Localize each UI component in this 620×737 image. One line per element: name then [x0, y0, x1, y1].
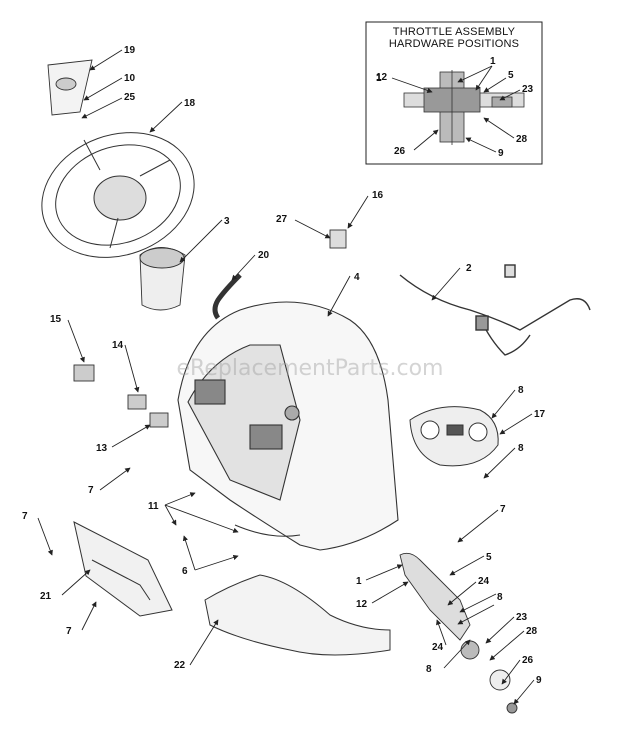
callout: 25	[124, 92, 136, 103]
callout: 18	[184, 98, 196, 109]
throttle-assembly	[399, 552, 518, 714]
lower-panel	[73, 521, 173, 617]
switch	[329, 229, 347, 249]
callout: 17	[534, 409, 546, 420]
inset-title: THROTTLE ASSEMBLY HARDWARE POSITIONS	[366, 26, 542, 50]
callout: 5	[486, 552, 492, 563]
callout: 1	[356, 576, 362, 587]
callout: 26	[522, 655, 534, 666]
watermark: eReplacementParts.com	[176, 356, 444, 381]
callout: 7	[88, 485, 94, 496]
inset-callout: 1	[376, 73, 382, 84]
callout: 27	[276, 214, 288, 225]
callout: 4	[354, 272, 360, 283]
inset-callout: 5	[508, 70, 514, 81]
callout: 8	[497, 592, 503, 603]
callout: 22	[174, 660, 186, 671]
inset-callout: 28	[516, 134, 528, 145]
callout: 13	[96, 443, 108, 454]
inset-frame	[365, 21, 543, 165]
callout: 7	[22, 511, 28, 522]
inset-callout: 9	[498, 148, 504, 159]
callout: 7	[66, 626, 72, 637]
callout: 12	[356, 599, 368, 610]
callout: 9	[536, 675, 542, 686]
inset-callout: 1	[490, 56, 496, 67]
callout: 7	[500, 504, 506, 515]
leader-lines	[37, 49, 535, 705]
callout: 24	[432, 642, 444, 653]
callout: 16	[372, 190, 384, 201]
callout: 24	[478, 576, 490, 587]
instrument-cluster	[409, 406, 499, 467]
callout: 20	[258, 250, 270, 261]
callout-labels: 19 10 25 18 3 27 16 20 4 2 15 14 13 7 11…	[22, 45, 546, 686]
callout: 15	[50, 314, 62, 325]
callout: 23	[516, 612, 528, 623]
wire-harness	[399, 264, 591, 356]
callout: 8	[518, 443, 524, 454]
steering-column-boot	[139, 247, 186, 311]
callout: 28	[526, 626, 538, 637]
steering-wheel-cover	[47, 59, 93, 116]
left-switches	[73, 364, 169, 428]
inset-title-line1: THROTTLE ASSEMBLY	[392, 26, 516, 38]
inset-callout: 26	[394, 146, 406, 157]
callout: 10	[124, 73, 136, 84]
throttle-hardware-drawing	[403, 70, 525, 145]
steering-wheel	[41, 132, 195, 258]
inset-title-line2: HARDWARE POSITIONS	[388, 38, 520, 50]
callout: 8	[518, 385, 524, 396]
callout: 3	[224, 216, 230, 227]
dashboard-body	[177, 301, 399, 551]
callout: 21	[40, 591, 52, 602]
bottom-trim	[204, 574, 391, 656]
callout: 19	[124, 45, 136, 56]
callout: 11	[148, 501, 159, 512]
inset-callout: 12	[376, 72, 388, 83]
callout: 14	[112, 340, 124, 351]
callout: 6	[182, 566, 188, 577]
callout: 2	[466, 263, 472, 274]
callout: 8	[426, 664, 432, 675]
inset-callout: 23	[522, 84, 534, 95]
hose	[212, 273, 242, 320]
